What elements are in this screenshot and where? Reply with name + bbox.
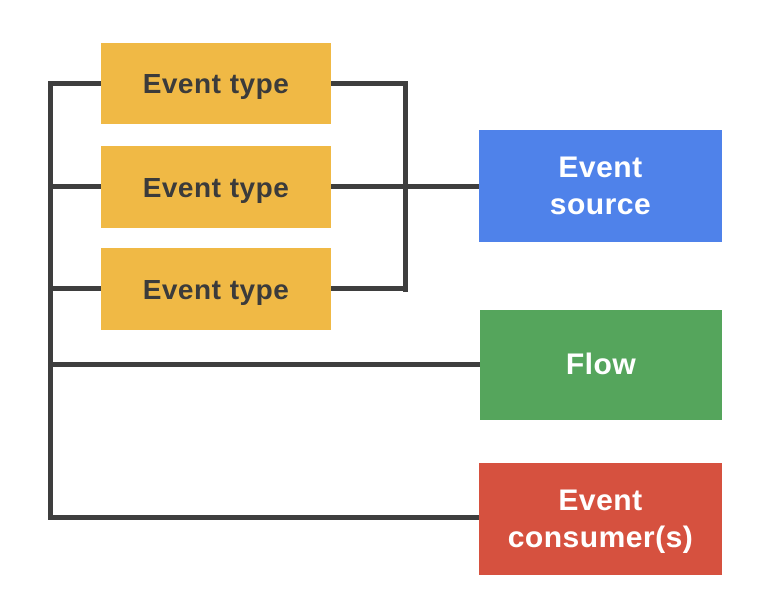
node-event-type-1-label: Event type: [142, 68, 290, 99]
node-flow: Flow: [480, 310, 722, 420]
connector-event-consumers: [48, 515, 479, 520]
node-event-type-3: Event type: [101, 248, 331, 330]
node-event-type-2-label: Event type: [142, 171, 290, 203]
node-event-source: Event source: [479, 130, 722, 242]
node-event-type-1: Event type: [101, 43, 331, 124]
connector-event-source: [331, 184, 479, 189]
node-flow-label: Flow: [565, 348, 637, 382]
node-event-source-label: Event source: [549, 150, 652, 222]
node-event-consumers-label: Event consumer(s): [507, 483, 694, 555]
connector-left-event-type-2: [48, 184, 101, 189]
connector-left-event-type-1: [48, 81, 101, 86]
connector-flow: [48, 362, 480, 367]
node-event-type-2: Event type: [101, 146, 331, 228]
connector-right-event-type-3: [331, 286, 408, 291]
node-event-consumers: Event consumer(s): [479, 463, 722, 575]
node-event-type-3-label: Event type: [142, 273, 290, 305]
left-bus-line: [48, 81, 53, 520]
connector-right-event-type-1: [331, 81, 408, 86]
connector-left-event-type-3: [48, 286, 101, 291]
